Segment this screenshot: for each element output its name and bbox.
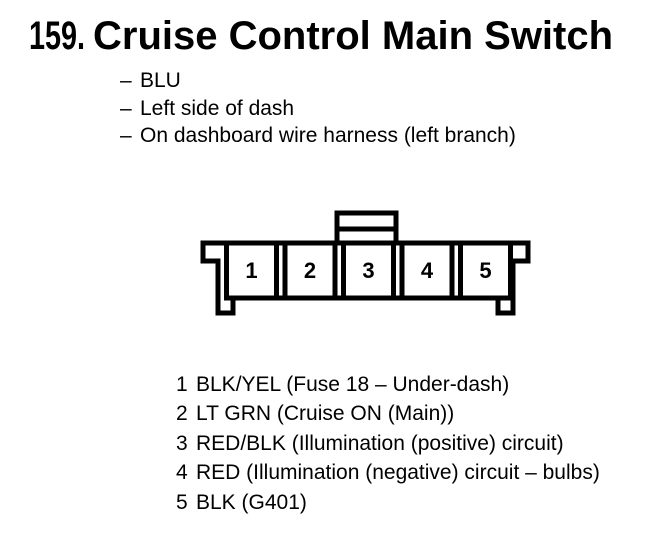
pin-legend-row: 1 BLK/YEL (Fuse 18 – Under-dash)	[176, 370, 600, 399]
dash-bullet: –	[120, 96, 132, 120]
pin-legend-desc: BLK/YEL (Fuse 18 – Under-dash)	[196, 373, 510, 396]
note-line: –On dashboard wire harness (left branch)	[120, 122, 516, 150]
page-title: 159. Cruise Control Main Switch	[29, 16, 669, 60]
pin-number: 4	[421, 258, 434, 283]
pin-legend-desc: BLK (G401)	[196, 490, 307, 514]
section-number: 159.	[29, 14, 86, 58]
pin-legend-row: 5 BLK (G401)	[176, 488, 600, 517]
pin-legend-number: 4	[176, 461, 188, 485]
pin-cavity-1	[224, 240, 279, 301]
pin-legend: 1 BLK/YEL (Fuse 18 – Under-dash) 2 LT GRN …	[176, 370, 600, 517]
pin-legend-desc: RED/BLK (Illumination (positive) circuit…	[196, 431, 564, 455]
pin-legend-desc: RED (Illumination (negative) circuit – b…	[196, 461, 600, 485]
pin-legend-number: 3	[176, 431, 188, 455]
pin-legend-desc: LT GRN (Cruise ON (Main))	[196, 402, 455, 426]
notes-list: –BLU –Left side of dash –On dashboard wi…	[120, 67, 516, 150]
pin-number: 5	[479, 258, 491, 283]
note-line: –BLU	[120, 67, 516, 95]
pin-legend-row: 4 RED (Illumination (negative) circuit – …	[176, 458, 600, 487]
dash-bullet: –	[120, 69, 132, 92]
pin-legend-row: 3 RED/BLK (Illumination (positive) circui…	[176, 429, 600, 458]
pin-number: 2	[304, 258, 316, 283]
pin-cavity-3	[341, 240, 396, 301]
pin-cavity-5	[458, 240, 513, 301]
note-text: On dashboard wire harness (left branch)	[140, 124, 516, 147]
pin-number: 1	[245, 258, 257, 283]
pin-legend-number: 2	[176, 402, 188, 426]
pin-legend-number: 1	[176, 373, 188, 396]
pin-number: 3	[362, 258, 374, 283]
note-text: Left side of dash	[140, 96, 295, 120]
note-line: –Left side of dash	[120, 95, 516, 123]
pin-legend-row: 2 LT GRN (Cruise ON (Main))	[176, 399, 600, 428]
pin-legend-number: 5	[176, 490, 188, 514]
connector-diagram: 1 2 3 4 5	[200, 210, 531, 316]
pin-cavity-2	[282, 240, 338, 301]
pin-cavity-4	[399, 240, 455, 301]
note-text: BLU	[140, 69, 181, 92]
dash-bullet: –	[120, 124, 132, 147]
section-title: Cruise Control Main Switch	[93, 14, 614, 58]
